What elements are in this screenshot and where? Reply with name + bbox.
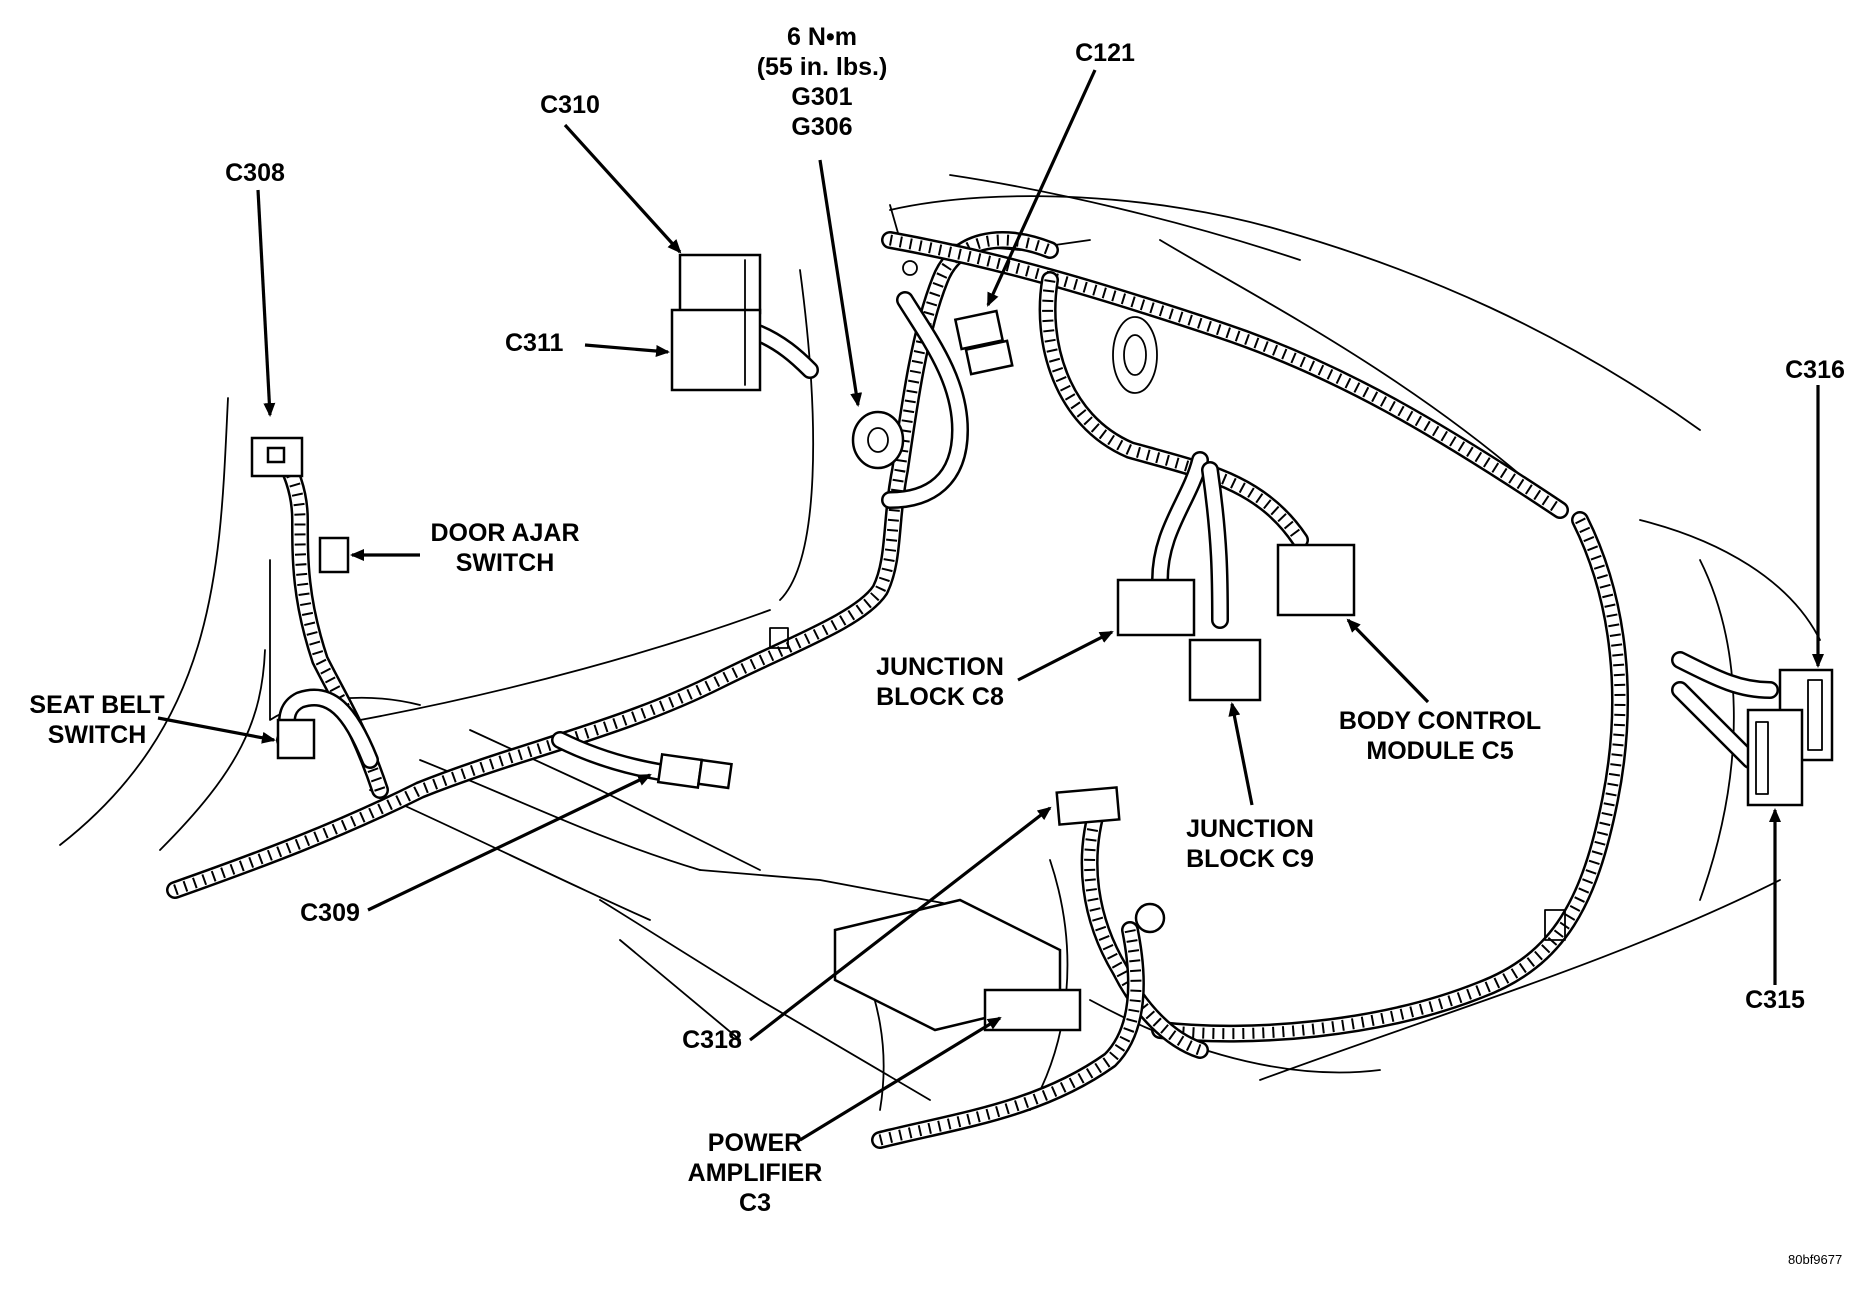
arrow-g301 xyxy=(818,159,863,407)
label-c316: C316 xyxy=(1785,356,1845,384)
label-seat-belt-switch: SEAT BELT SWITCH xyxy=(29,691,165,749)
arrow-c308 xyxy=(256,189,276,417)
label-junction-block-c9: JUNCTION BLOCK C9 xyxy=(1186,815,1314,873)
torque-line-4: G306 xyxy=(791,113,853,141)
figure-code: 80bf9677 xyxy=(1788,1252,1843,1267)
label-c309: C309 xyxy=(300,899,360,927)
label-c315: C315 xyxy=(1745,986,1805,1014)
label-junction-block-c8: JUNCTION BLOCK C8 xyxy=(876,653,1004,711)
label-c310: C310 xyxy=(540,91,600,119)
label-door-ajar-switch: DOOR AJAR SWITCH xyxy=(430,519,580,577)
harness-main xyxy=(166,231,1779,1149)
arrow-c309 xyxy=(367,773,652,912)
arrow-c310 xyxy=(563,123,682,254)
label-body-control-module-c5: BODY CONTROL MODULE C5 xyxy=(1338,707,1542,765)
arrow-bcm xyxy=(1346,618,1430,704)
arrow-c121 xyxy=(986,69,1097,307)
torque-line-1: 6 N•m xyxy=(787,23,857,51)
leader-arrows xyxy=(157,69,1824,1142)
arrow-power-amp xyxy=(799,1016,1002,1142)
label-power-amplifier-c3: POWER AMPLIFIER C3 xyxy=(687,1129,823,1217)
arrow-c318 xyxy=(749,806,1052,1042)
label-c318: C318 xyxy=(682,1026,742,1054)
torque-line-3: G301 xyxy=(791,83,853,111)
arrow-junction-c8 xyxy=(1017,630,1114,682)
connectors xyxy=(250,253,1834,1032)
label-c121: C121 xyxy=(1075,39,1135,67)
arrow-junction-c9 xyxy=(1228,702,1254,806)
label-torque-g301-g306: 6 N•m (55 in. lbs.) G301 G306 xyxy=(742,22,902,142)
arrow-c311 xyxy=(584,343,670,357)
torque-line-2: (55 in. lbs.) xyxy=(756,53,888,81)
label-c308: C308 xyxy=(225,159,285,187)
arrow-seat-belt xyxy=(157,716,276,744)
label-c311: C311 xyxy=(505,329,564,357)
